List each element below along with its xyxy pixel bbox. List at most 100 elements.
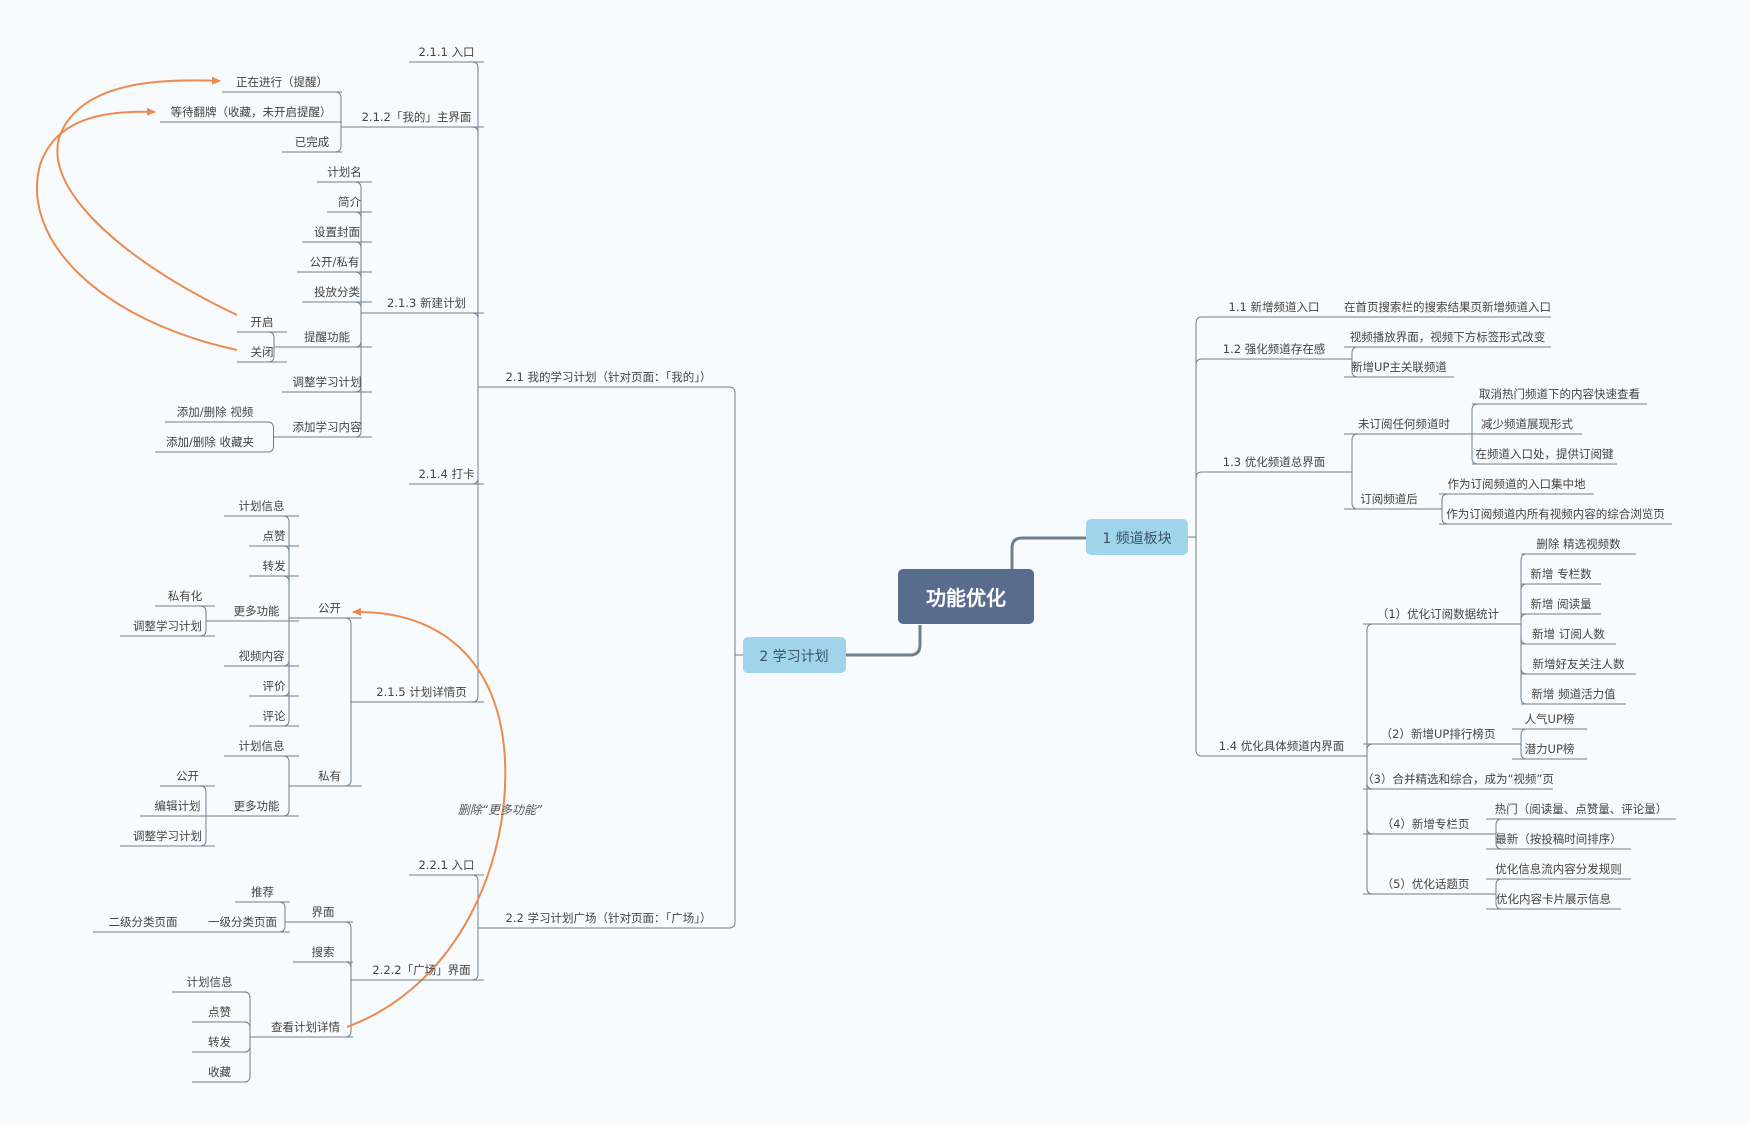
topic-1-0-4-1-1-1[interactable]: 编辑计划 (140, 799, 215, 817)
topic-label: 评价 (263, 679, 286, 693)
topic-1-0-4-0-1[interactable]: 点赞 (249, 529, 299, 547)
topic-1-1[interactable]: 2.2 学习计划广场（针对页面：「广场」） (486, 911, 731, 929)
topic-label: 视频内容 (239, 649, 285, 663)
topic-1-0-4-0[interactable]: 公开 (297, 601, 362, 619)
topic-1-0-4[interactable]: 2.1.5 计划详情页 (359, 685, 484, 703)
topic-label: 2.1.2「我的」主界面 (362, 110, 472, 124)
topic-1-0-0[interactable]: 2.1.1 入口 (409, 45, 484, 63)
topic-0-3-0-1[interactable]: 新增 专栏数 (1521, 567, 1601, 585)
topic-label: 减少频道展现形式 (1481, 417, 1573, 431)
topic-1-1-1-2-0[interactable]: 计划信息 (172, 975, 247, 993)
topic-label: 取消热门频道下的内容快速查看 (1479, 387, 1640, 401)
connector (1513, 623, 1528, 645)
topic-0-3-0[interactable]: （1）优化订阅数据统计 (1363, 607, 1513, 625)
topic-1-0-2[interactable]: 2.1.3 新建计划 (369, 296, 484, 314)
topic-0-1[interactable]: 1.2 强化频道存在感 (1204, 342, 1344, 360)
topic-1-0-4-0-3-1[interactable]: 调整学习计划 (120, 619, 215, 637)
topic-1-1-1-0-1[interactable]: 一级分类页面 (195, 915, 290, 933)
topic-1-1-1-2[interactable]: 查看计划详情 (258, 1020, 353, 1038)
topic-1-0-3[interactable]: 2.1.4 打卡 (409, 467, 484, 485)
topic-1-0-2-7[interactable]: 添加学习内容 (282, 420, 372, 438)
connector (344, 961, 359, 981)
topic-0-3-1[interactable]: （2）新增UP排行榜页 (1363, 727, 1513, 745)
topic-1-0-4-1-1[interactable]: 更多功能 (214, 799, 299, 817)
topic-1-0[interactable]: 2.1 我的学习计划（针对页面：「我的」） (486, 370, 731, 388)
topic-0-3-4-0[interactable]: 优化信息流内容分发规则 (1486, 862, 1631, 880)
topic-0-2-1[interactable]: 订阅频道后 (1344, 492, 1434, 510)
topic-0-1-1[interactable]: 新增UP主关联频道 (1344, 360, 1454, 378)
topic-label: 简介 (338, 195, 361, 209)
topic-0-3-0-0[interactable]: 删除 精选视频数 (1521, 537, 1636, 555)
topic-1-1-1-0[interactable]: 界面 (293, 905, 353, 923)
connector (1188, 316, 1204, 538)
topic-1-1-1-2-3[interactable]: 收藏 (192, 1065, 247, 1083)
topic-1-0-2-1[interactable]: 简介 (327, 195, 372, 213)
topic-0-2[interactable]: 1.3 优化频道总界面 (1204, 455, 1344, 473)
root-topic[interactable]: 功能优化 (898, 569, 1034, 624)
topic-1-0-1-2[interactable]: 已完成 (282, 135, 342, 153)
topic-0-0[interactable]: 1.1 新增频道入口 (1204, 300, 1344, 318)
connector (1359, 755, 1374, 835)
topic-0-3-4[interactable]: （5）优化话题页 (1363, 877, 1488, 895)
topic-1-0-4-1-0[interactable]: 计划信息 (224, 739, 299, 757)
topic-1-0-4-0-2[interactable]: 转发 (249, 559, 299, 577)
topic-1-0-1-1[interactable]: 等待翻牌（收藏，未开启提醒） (160, 105, 342, 123)
topic-0-3-0-5[interactable]: 新增 频道活力值 (1521, 687, 1626, 705)
topic-0-2-0-1[interactable]: 减少频道展现形式 (1472, 417, 1582, 435)
topic-1-0-2-7-0[interactable]: 添加/删除 视频 (165, 405, 265, 423)
topic-1-1-1-2-2[interactable]: 转发 (192, 1035, 247, 1053)
topic-1-0-4-0-4[interactable]: 视频内容 (224, 649, 299, 667)
topic-0-3-3-0[interactable]: 热门（阅读量、点赞量、评论量） (1486, 802, 1676, 820)
topic-label: 私有化 (168, 589, 203, 603)
topic-0-1-0[interactable]: 视频播放界面，视频下方标签形式改变 (1344, 330, 1551, 348)
topic-0-3-3-1[interactable]: 最新（按投稿时间排序） (1486, 832, 1631, 850)
topic-1-0-4-0-6[interactable]: 评论 (249, 709, 299, 727)
topic-1-0-4-1-1-0[interactable]: 公开 (160, 769, 215, 787)
topic-0-2-1-0[interactable]: 作为订阅频道的入口集中地 (1439, 477, 1594, 495)
topic-1-0-2-5[interactable]: 提醒功能 (282, 330, 372, 348)
topic-0-3-2[interactable]: （3）合并精选和综合，成为“视频”页 (1362, 772, 1554, 790)
connector (1464, 403, 1479, 435)
topic-0-2-0[interactable]: 未订阅任何频道时 (1344, 417, 1464, 435)
topic-1-1-1-0-0[interactable]: 推荐 (235, 885, 290, 903)
topic-1-0-2-3[interactable]: 公开/私有 (297, 255, 372, 273)
topic-1-0-2-6[interactable]: 调整学习计划 (282, 375, 372, 393)
topic-1-0-2-2[interactable]: 设置封面 (302, 225, 372, 243)
topic-0-3-1-0[interactable]: 人气UP榜 (1512, 712, 1587, 730)
topic-1-1-1-2-1[interactable]: 点赞 (192, 1005, 247, 1023)
main-topic-channel[interactable]: 1 频道板块 (1086, 519, 1188, 555)
topic-0-2-1-1[interactable]: 作为订阅频道内所有视频内容的综合浏览页 (1439, 507, 1672, 525)
connector (278, 901, 293, 923)
topic-0-3-3[interactable]: （4）新增专栏页 (1363, 817, 1488, 835)
topic-1-0-2-5-1[interactable]: 关闭 (237, 345, 287, 363)
topic-label: 调整学习计划 (133, 829, 202, 843)
topic-0-3-0-3[interactable]: 新增 订阅人数 (1521, 627, 1616, 645)
topic-label: 推荐 (251, 885, 274, 899)
topic-1-0-4-0-3[interactable]: 更多功能 (214, 604, 299, 622)
topic-1-0-4-0-0[interactable]: 计划信息 (224, 499, 299, 517)
topic-0-0-0[interactable]: 在首页搜索栏的搜索结果页新增频道入口 (1344, 300, 1551, 318)
topic-1-0-4-0-5[interactable]: 评价 (249, 679, 299, 697)
topic-0-3[interactable]: 1.4 优化具体频道内界面 (1204, 739, 1359, 757)
topic-0-2-0-2[interactable]: 在频道入口处，提供订阅键 (1472, 447, 1617, 465)
topic-1-0-2-0[interactable]: 计划名 (317, 165, 372, 183)
topic-0-3-0-4[interactable]: 新增好友关注人数 (1521, 657, 1636, 675)
topic-1-0-4-1-1-2[interactable]: 调整学习计划 (120, 829, 215, 847)
topic-1-0-2-5-0[interactable]: 开启 (237, 315, 287, 333)
topic-0-3-0-2[interactable]: 新增 阅读量 (1521, 597, 1601, 615)
topic-1-1-1-1[interactable]: 搜索 (293, 945, 353, 963)
topic-1-1-1-0-1-0[interactable]: 二级分类页面 (93, 915, 193, 933)
topic-0-2-0-0[interactable]: 取消热门频道下的内容快速查看 (1472, 387, 1647, 405)
topic-1-0-4-1[interactable]: 私有 (297, 769, 362, 787)
topic-1-0-1-0[interactable]: 正在进行（提醒） (222, 75, 342, 93)
topic-1-1-1[interactable]: 2.2.2「广场」界面 (359, 963, 484, 981)
topic-0-3-4-1[interactable]: 优化内容卡片展示信息 (1486, 892, 1621, 910)
topic-label: 开启 (251, 315, 274, 329)
topic-1-0-4-0-3-0[interactable]: 私有化 (155, 589, 215, 607)
topic-1-0-2-4[interactable]: 投放分类 (302, 285, 372, 303)
main-topic-study-plan[interactable]: 2 学习计划 (743, 637, 846, 673)
topic-0-3-1-1[interactable]: 潜力UP榜 (1512, 742, 1587, 760)
topic-1-0-2-7-1[interactable]: 添加/删除 收藏夹 (155, 435, 265, 453)
topic-1-0-1[interactable]: 2.1.2「我的」主界面 (349, 110, 484, 128)
topic-1-1-0[interactable]: 2.2.1 入口 (409, 858, 484, 876)
